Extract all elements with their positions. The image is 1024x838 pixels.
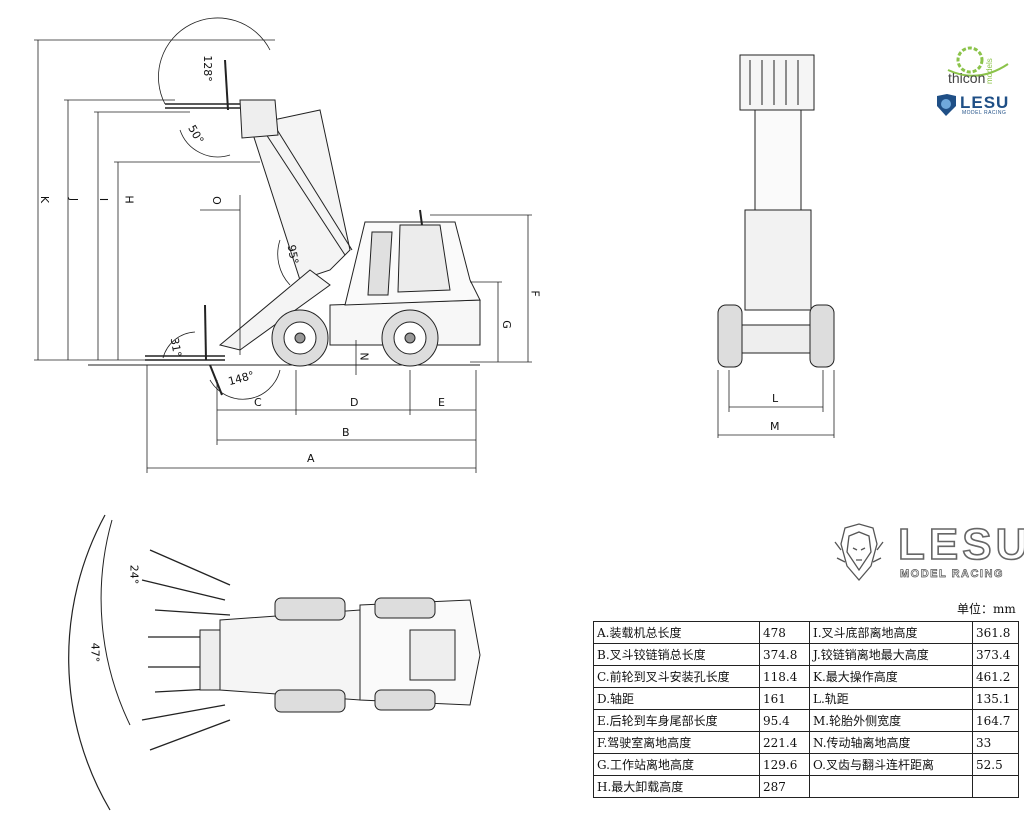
angle-label-47: 47° xyxy=(88,642,102,663)
dim-label-b: B xyxy=(342,426,350,439)
front-view-loader xyxy=(717,54,835,368)
spec-label-2: K.最大操作高度 xyxy=(809,665,973,688)
spec-value-2: 33 xyxy=(972,731,1019,754)
spec-label-2: N.传动轴离地高度 xyxy=(809,731,973,754)
spec-value-2: 361.8 xyxy=(972,621,1019,644)
spec-label: A.装载机总长度 xyxy=(593,621,760,644)
dim-label-h: H xyxy=(122,195,136,204)
dim-label-n: N xyxy=(357,352,371,361)
spec-label: F.驾驶室离地高度 xyxy=(593,731,760,754)
dim-label-d: D xyxy=(350,396,359,409)
spec-value-2: 164.7 xyxy=(972,709,1019,732)
dim-label-f: F xyxy=(528,290,542,297)
lesu-big-logo-sub: MODEL RACING xyxy=(900,568,1004,581)
spec-value-2: 373.4 xyxy=(972,643,1019,666)
spec-value: 129.6 xyxy=(759,753,810,776)
top-view-loader xyxy=(68,514,481,811)
spec-label-2: J.铰链销离地最大高度 xyxy=(809,643,973,666)
spec-value-2: 461.2 xyxy=(972,665,1019,688)
dim-label-m: M xyxy=(770,420,780,433)
spec-label: B.叉斗铰链销总长度 xyxy=(593,643,760,666)
front-view-dimensions xyxy=(717,370,835,438)
dim-label-c: C xyxy=(254,396,262,409)
dim-label-e: E xyxy=(438,396,445,409)
spec-label: G.工作站离地高度 xyxy=(593,753,760,776)
dim-label-o: O xyxy=(209,196,223,205)
spec-value: 287 xyxy=(759,775,810,798)
spec-label: D.轴距 xyxy=(593,687,760,710)
spec-value: 478 xyxy=(759,621,810,644)
dim-label-k: K xyxy=(38,195,52,204)
spec-value: 118.4 xyxy=(759,665,810,688)
spec-label-2: I.叉斗底部离地高度 xyxy=(809,621,973,644)
dim-label-j: J xyxy=(67,197,81,202)
angle-label-148: 148° xyxy=(226,368,256,389)
spec-value: 374.8 xyxy=(759,643,810,666)
dim-label-g: G xyxy=(499,320,513,329)
angle-label-95: 95° xyxy=(284,243,301,266)
spec-label-2: O.叉齿与翻斗连杆距离 xyxy=(809,753,973,776)
spec-label-2: L.轨距 xyxy=(809,687,973,710)
lesu-small-logo-sub: MODEL RACING xyxy=(962,110,1007,116)
dim-label-l: L xyxy=(772,392,779,405)
spec-label: H.最大卸载高度 xyxy=(593,775,760,798)
dim-label-a: A xyxy=(307,452,315,465)
lesu-big-logo-text: LESU xyxy=(897,519,1024,570)
spec-label-2: M.轮胎外侧宽度 xyxy=(809,709,973,732)
angle-label-128: 128° xyxy=(200,55,214,82)
lesu-lion-small-icon xyxy=(937,94,956,116)
unit-label: 单位：mm xyxy=(957,602,1016,616)
spec-value: 161 xyxy=(759,687,810,710)
spec-value: 221.4 xyxy=(759,731,810,754)
lesu-small-logo-text: LESU xyxy=(960,93,1010,112)
thicon-gear-icon xyxy=(947,46,1009,77)
spec-label: C.前轮到叉斗安装孔长度 xyxy=(593,665,760,688)
angle-label-24: 24° xyxy=(127,564,141,585)
side-view-dimensions xyxy=(34,17,532,473)
thicon-logo-text: thicon xyxy=(948,70,986,86)
side-view-loader xyxy=(88,59,481,396)
spec-value-2 xyxy=(972,775,1019,798)
angle-label-31: 31° xyxy=(167,336,184,359)
spec-value-2: 135.1 xyxy=(972,687,1019,710)
spec-value-2: 52.5 xyxy=(972,753,1019,776)
lesu-lion-big-icon xyxy=(834,523,884,581)
dim-label-i: I xyxy=(97,197,111,202)
spec-value: 95.4 xyxy=(759,709,810,732)
spec-label-2 xyxy=(809,775,973,798)
spec-label: E.后轮到车身尾部长度 xyxy=(593,709,760,732)
angle-label-50: 50° xyxy=(185,122,207,147)
thicon-logo-sub: models xyxy=(985,58,994,84)
